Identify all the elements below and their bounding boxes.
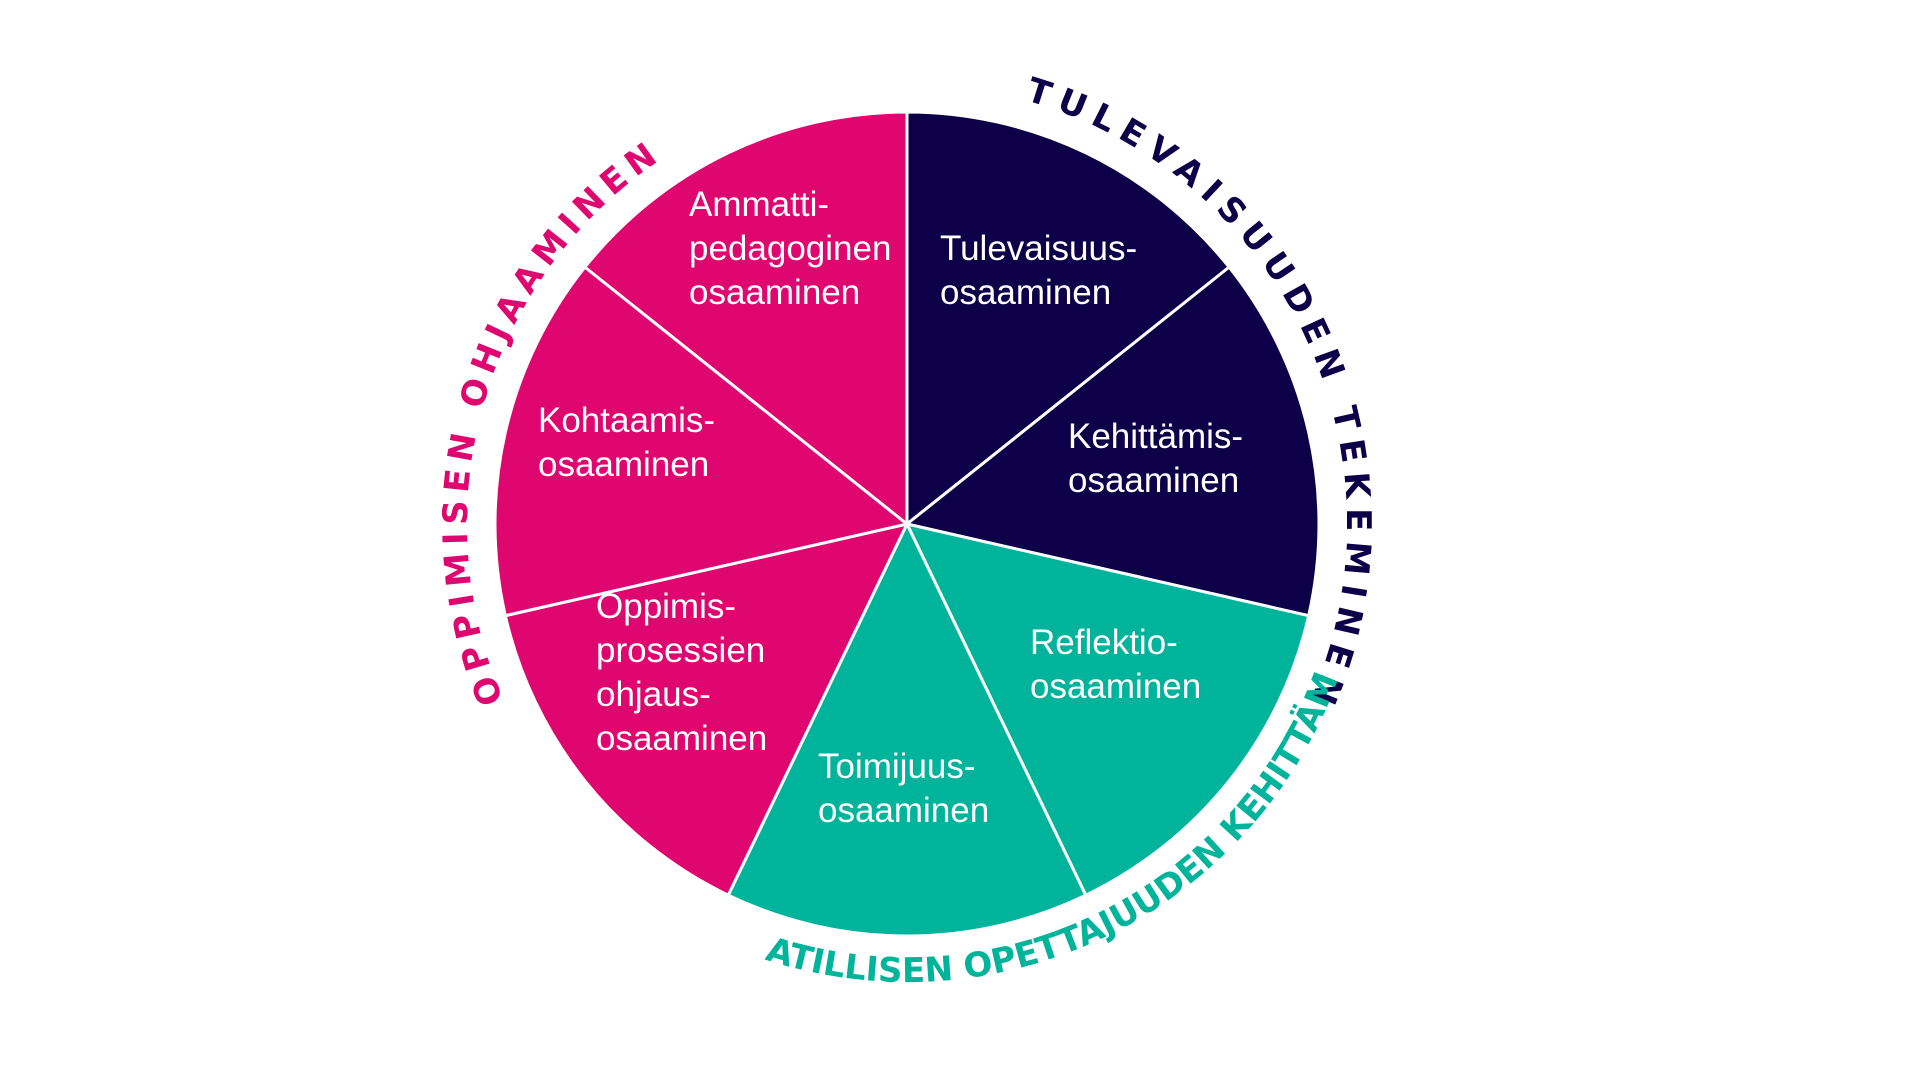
segment-label-line: Kehittämis-: [1068, 417, 1243, 456]
wheel-slices: [493, 110, 1321, 938]
segment-label-line: osaaminen: [940, 273, 1111, 312]
segment-label-ammattipedagoginen: Ammatti-pedagoginen osaaminen: [689, 185, 891, 312]
slice-tulevaisuus: [905, 110, 1231, 526]
segment-label-toimijuus: Toimijuus-osaaminen: [818, 747, 989, 830]
segment-label-line: pedagoginen: [689, 229, 891, 268]
segment-label-line: osaaminen: [689, 273, 860, 312]
segment-label-tulevaisuus: Tulevaisuus-osaaminen: [940, 229, 1137, 312]
segment-labels: Tulevaisuus-osaaminenKehittämis-osaamine…: [538, 185, 1243, 830]
segment-label-line: Oppimis-: [596, 587, 736, 626]
segment-label-line: Tulevaisuus-: [940, 229, 1137, 268]
segment-label-line: osaaminen: [1030, 667, 1201, 706]
segment-label-line: Reflektio-: [1030, 623, 1178, 662]
segment-label-line: prosessien: [596, 631, 765, 670]
slice-kehittamis: [905, 265, 1321, 618]
segment-label-line: Kohtaamis-: [538, 401, 715, 440]
segment-label-kehittamis: Kehittämis-osaaminen: [1068, 417, 1243, 500]
segment-label-kohtaamis: Kohtaamis-osaaminen: [538, 401, 715, 484]
segment-label-line: osaaminen: [538, 445, 709, 484]
segment-label-line: Toimijuus-: [818, 747, 976, 786]
slice-reflektio: [905, 522, 1311, 897]
segment-label-reflektio: Reflektio-osaaminen: [1030, 623, 1201, 706]
segment-label-line: osaaminen: [818, 791, 989, 830]
segment-label-line: Ammatti-: [689, 185, 829, 224]
segment-label-oppimisprosessien: Oppimis-prosessien ohjaus-osaaminen: [596, 587, 767, 758]
slice-ammattipedagoginen: [583, 110, 909, 526]
slice-kohtaamis: [493, 265, 909, 618]
slice-oppimisprosessien: [503, 522, 909, 897]
segment-label-line: osaaminen: [1068, 461, 1239, 500]
slice-toimijuus: [726, 522, 1088, 938]
segment-label-line: ohjaus-: [596, 675, 711, 714]
segment-label-line: osaaminen: [596, 719, 767, 758]
